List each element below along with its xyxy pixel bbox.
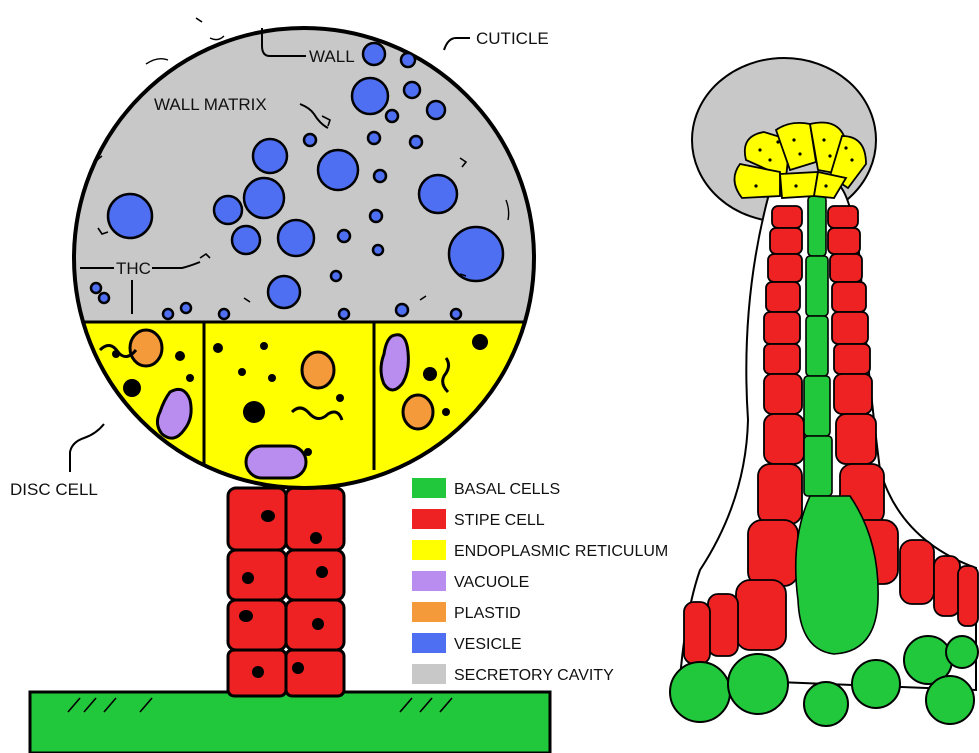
vesicle	[338, 230, 350, 242]
legend-swatch	[412, 664, 446, 684]
vesicle	[396, 304, 408, 316]
vesicle	[214, 196, 242, 224]
plastid	[403, 395, 433, 429]
vesicle	[304, 134, 316, 146]
vesicle	[91, 283, 101, 293]
legend-item: SECRETORY CAVITY	[412, 664, 614, 684]
vesicle	[374, 170, 386, 182]
vesicle	[244, 178, 284, 218]
legend-swatch	[412, 540, 446, 560]
legend-item: BASAL CELLS	[412, 478, 560, 498]
vesicle	[253, 139, 287, 173]
vesicle	[108, 194, 152, 238]
cuticle-leader	[444, 38, 470, 50]
legend-swatch	[412, 509, 446, 529]
legend-item: STIPE CELL	[412, 509, 545, 529]
vesicle	[219, 309, 229, 319]
vesicle	[268, 276, 300, 308]
stipe-cell	[228, 600, 286, 650]
vesicle	[449, 227, 503, 281]
legend-label: VACUOLE	[454, 574, 529, 591]
vesicle	[451, 309, 461, 319]
thc-label: THC	[116, 259, 151, 278]
wall-label: WALL	[309, 47, 355, 66]
vesicle	[419, 175, 457, 213]
vesicle	[331, 271, 341, 281]
stipe-cell	[286, 550, 344, 600]
cuticle-label: CUTICLE	[476, 29, 549, 48]
vesicle	[181, 303, 191, 313]
legend-swatch	[412, 478, 446, 498]
stipe-cell	[228, 550, 286, 600]
vesicle	[404, 82, 420, 98]
legend: BASAL CELLS STIPE CELL ENDOPLASMIC RETICUL…	[412, 478, 668, 684]
disc-cell-label: DISC CELL	[10, 480, 98, 499]
vesicle	[232, 226, 260, 254]
vesicle	[352, 78, 388, 114]
vesicle	[163, 309, 173, 319]
vacuole	[246, 446, 306, 478]
vesicle	[99, 293, 109, 303]
legend-item: ENDOPLASMIC RETICULUM	[412, 540, 668, 560]
legend-label: BASAL CELLS	[454, 481, 560, 498]
legend-item: VESICLE	[412, 633, 522, 653]
vesicle	[278, 220, 314, 256]
disc-cell-leader	[70, 424, 104, 472]
vesicle	[368, 132, 380, 144]
legend-swatch	[412, 602, 446, 622]
legend-label: STIPE CELL	[454, 512, 545, 529]
vesicle	[386, 110, 398, 122]
legend-swatch	[412, 633, 446, 653]
legend-label: ENDOPLASMIC RETICULUM	[454, 543, 668, 560]
basal-tissue	[30, 692, 550, 753]
plastid	[302, 352, 334, 388]
legend-label: PLASTID	[454, 605, 521, 622]
legend-item: VACUOLE	[412, 571, 529, 591]
vesicle	[373, 245, 383, 255]
legend-item: PLASTID	[412, 602, 521, 622]
vesicle	[401, 53, 415, 67]
legend-swatch	[412, 571, 446, 591]
legend-label: SECRETORY CAVITY	[454, 667, 614, 684]
vesicle	[370, 210, 382, 222]
vesicle	[427, 101, 445, 119]
vesicle	[339, 309, 349, 319]
vesicle	[363, 43, 385, 65]
vesicle	[410, 136, 422, 148]
vesicle	[318, 150, 358, 190]
trichome-overview	[670, 58, 978, 726]
plastid	[130, 330, 162, 366]
stipe-cells	[228, 488, 344, 696]
wall-matrix-label: WALL MATRIX	[154, 95, 267, 114]
stipe-cell	[228, 488, 286, 550]
legend-label: VESICLE	[454, 636, 522, 653]
